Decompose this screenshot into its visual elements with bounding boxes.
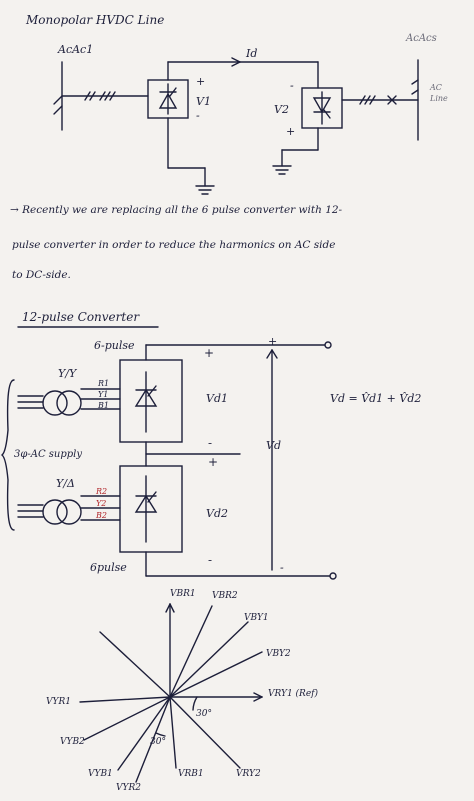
phase-r1: R1 <box>98 379 110 388</box>
note-line-2: pulse converter in order to reduce the h… <box>12 239 336 251</box>
phase-y1: Y1 <box>98 390 109 399</box>
phasor-label-vby2: VBY2 <box>266 649 291 659</box>
supply-label: 3φ-AC supply <box>14 449 83 460</box>
angle-label-right: 30° <box>196 709 212 719</box>
vd-label: Vd <box>266 439 281 452</box>
phasor-label-vyb2: VYB2 <box>60 737 85 747</box>
phase-b2: B2 <box>96 511 107 520</box>
section-heading: 12-pulse Converter <box>22 310 140 324</box>
vd2-plus: + <box>208 455 219 469</box>
vd1-label: Vd1 <box>206 392 228 405</box>
phasor-label-vyb1: VYB1 <box>88 769 113 779</box>
v2-label: V2 <box>274 103 289 116</box>
current-label: Id <box>246 47 258 60</box>
phase-b1: B1 <box>98 401 109 410</box>
v1-plus: + <box>196 75 206 88</box>
vd2-label: Vd2 <box>206 507 228 520</box>
v1-minus: - <box>196 109 200 122</box>
ac-right-label: AcAcs <box>406 33 437 44</box>
twelve-pulse-circuit <box>0 326 337 580</box>
phasor-diagram <box>79 603 263 783</box>
vd2-minus: - <box>208 553 213 567</box>
vd-plus: + <box>268 335 278 348</box>
v1-label: V1 <box>196 95 211 108</box>
phasor-label-vry2: VRY2 <box>236 769 261 779</box>
ac-left-label: AcAc1 <box>58 43 94 56</box>
monopolar-circuit <box>53 57 419 195</box>
phasor-label-vyr2: VYR2 <box>116 783 141 793</box>
six-pulse-bottom-label: 6pulse <box>90 561 127 574</box>
equation: Vd = V̂d1 + V̂d2 <box>330 392 422 405</box>
phasor-label-vbr2: VBR2 <box>212 591 238 601</box>
ydelta-label: Y/Δ <box>56 477 75 490</box>
phase-r2: R2 <box>96 487 108 496</box>
vd-minus: - <box>280 561 284 574</box>
phasor-label-vrb1: VRB1 <box>178 769 204 779</box>
phasor-label-vyr1: VYR1 <box>46 697 71 707</box>
six-pulse-top-label: 6-pulse <box>94 339 135 352</box>
phasor-label-vry1: VRY1 (Ref) <box>268 689 318 699</box>
angle-label-left: 30° <box>150 737 166 747</box>
page-title: Monopolar HVDC Line <box>26 13 165 27</box>
ac-line-label-top: AC <box>430 83 442 92</box>
note-line-1: → Recently we are replacing all the 6 pu… <box>10 204 343 216</box>
phasor-label-vbr1: VBR1 <box>170 589 196 599</box>
v2-plus: + <box>286 125 296 138</box>
vd1-minus: - <box>208 436 213 450</box>
yy-label: Y/Y <box>58 367 77 380</box>
vd1-plus: + <box>204 346 215 360</box>
phasor-label-vby1: VBY1 <box>244 613 269 623</box>
note-line-3: to DC-side. <box>12 269 71 281</box>
v2-minus: - <box>290 79 294 92</box>
ac-line-label-bottom: Line <box>430 94 448 103</box>
phase-y2: Y2 <box>96 499 107 508</box>
